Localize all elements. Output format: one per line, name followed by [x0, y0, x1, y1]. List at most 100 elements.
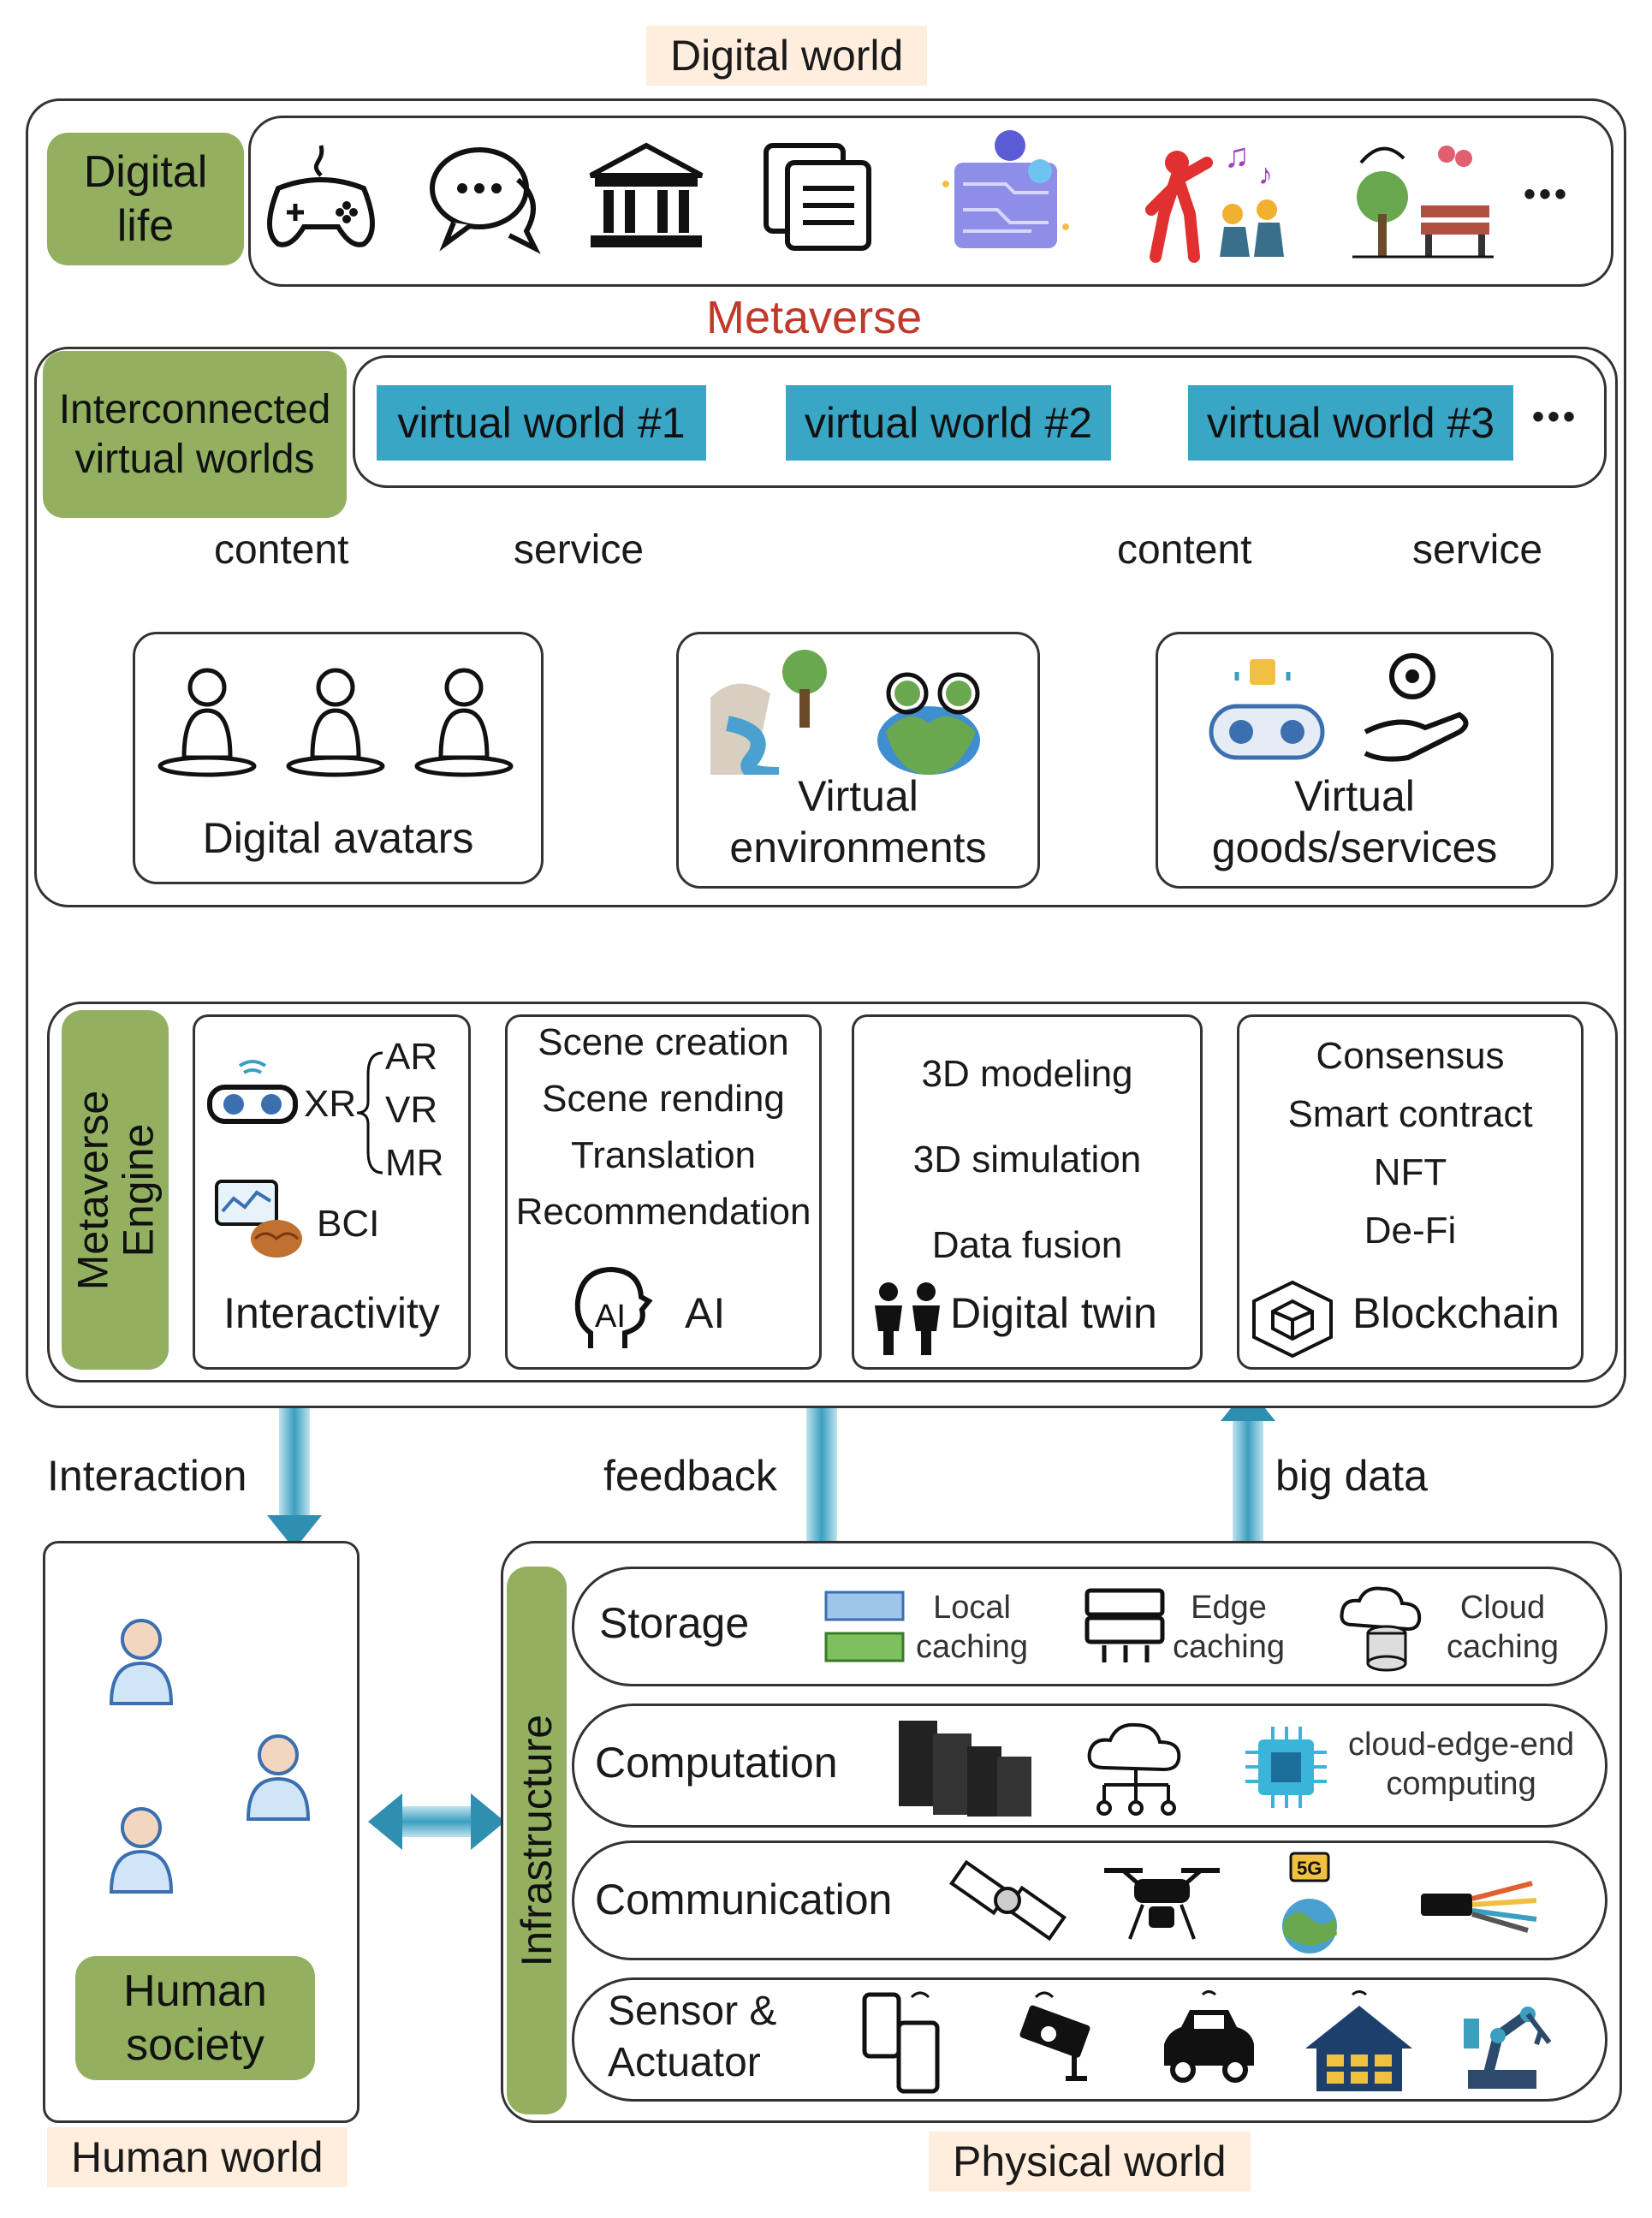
digital-world-title: Digital world: [646, 26, 928, 86]
park-date-icon: [1352, 146, 1494, 259]
cloud-network-icon: [1087, 1722, 1181, 1816]
smart-home-icon: [1305, 1990, 1412, 2091]
service-label-right: service: [1412, 527, 1543, 573]
digital-twin-title: Digital twin: [950, 1289, 1157, 1337]
blockchain-box: [1237, 1014, 1584, 1370]
bci-icon: [215, 1180, 302, 1258]
content-label-left: content: [214, 527, 349, 573]
cloud-caching-label: Cloud caching: [1447, 1590, 1559, 1665]
blockchain-item: Consensus: [1316, 1035, 1505, 1077]
drone-icon: [1104, 1868, 1220, 1940]
virtual-goods-box: [1156, 632, 1554, 889]
digital-twin-item: Data fusion: [931, 1224, 1123, 1266]
vr-label: VR: [385, 1089, 438, 1131]
ar-label: AR: [385, 1036, 438, 1078]
edge-caching-label: Edge caching: [1173, 1590, 1285, 1665]
blockchain-title: Blockchain: [1352, 1289, 1560, 1337]
museum-icon: [589, 142, 704, 247]
cables-icon: [1421, 1881, 1537, 1933]
mr-label: MR: [385, 1142, 444, 1184]
ai-item: Scene rending: [542, 1078, 785, 1120]
virtual-world-2[interactable]: virtual world #2: [786, 385, 1111, 461]
security-camera-icon: [1019, 1991, 1090, 2081]
storage-row: [572, 1567, 1607, 1686]
digital-twin-items: 3D modeling 3D simulation Data fusion: [852, 1032, 1203, 1288]
robot-arm-icon: [1464, 2007, 1552, 2089]
car-icon: [1164, 1990, 1254, 2083]
virtual-environments-label: Virtual environments: [729, 772, 987, 871]
metaverse-engine-label: Metaverse Engine: [68, 1090, 162, 1290]
human-society-label: Human society: [75, 1956, 315, 2080]
gamepad-icon: [267, 145, 375, 247]
ai-head-icon: AI: [574, 1266, 653, 1348]
virtual-goods-label: Virtual goods/services: [1211, 772, 1498, 871]
blockchain-cube-icon: [1252, 1280, 1333, 1359]
vr-goggles-icon: [207, 1060, 298, 1124]
interconnected-vw-label: Interconnected virtual worlds: [43, 351, 347, 518]
digital-life-more: •••: [1524, 175, 1571, 213]
svg-text:5G: 5G: [1297, 1858, 1322, 1879]
virtual-world-1[interactable]: virtual world #1: [377, 385, 706, 461]
ai-item: Translation: [570, 1134, 757, 1176]
sensor-actuator-title: Sensor & Actuator: [608, 1989, 777, 2085]
metaverse-title: Metaverse: [706, 292, 923, 343]
cloud-cache-icon: [1340, 1586, 1422, 1672]
interaction-label: Interaction: [47, 1452, 247, 1500]
svg-text:AI: AI: [595, 1299, 626, 1335]
xr-label: XR: [304, 1083, 357, 1125]
ai-items: Scene creation Scene rending Translation…: [505, 1014, 822, 1240]
local-cache-icon: [824, 1591, 905, 1662]
chat-bubbles-icon: [430, 147, 541, 254]
sensor-row: [572, 1977, 1607, 2102]
ai-title: AI: [685, 1289, 726, 1337]
cloud-edge-end-label: cloud-edge-end computing: [1348, 1727, 1575, 1802]
bci-label: BCI: [317, 1203, 380, 1245]
concert-icon: ♫ ♪: [1145, 137, 1284, 263]
nature-icon: [710, 650, 980, 775]
virtual-worlds-more: •••: [1532, 398, 1579, 436]
twin-people-icon: [875, 1282, 940, 1355]
communication-title: Communication: [595, 1876, 893, 1924]
people-network-icon: [109, 1619, 311, 1894]
virtual-world-3[interactable]: virtual world #3: [1188, 385, 1513, 461]
physical-world-title: Physical world: [929, 2132, 1251, 2191]
human-world-title: Human world: [47, 2127, 348, 2187]
digital-twin-item: 3D simulation: [912, 1139, 1142, 1180]
computation-row: [572, 1704, 1607, 1828]
feedback-label: feedback: [603, 1452, 777, 1500]
computation-title: Computation: [595, 1739, 838, 1787]
blockchain-item: De-Fi: [1364, 1210, 1457, 1252]
blockchain-item: NFT: [1373, 1151, 1447, 1193]
infrastructure-label: Infrastructure: [512, 1714, 561, 1967]
local-caching-label: Local caching: [916, 1590, 1028, 1665]
blockchain-item: Smart contract: [1287, 1093, 1533, 1135]
svg-text:♪: ♪: [1258, 158, 1273, 191]
content-label-right: content: [1117, 527, 1252, 573]
chip-icon: [1245, 1727, 1327, 1808]
storage-title: Storage: [599, 1599, 750, 1647]
ai-item: Recommendation: [515, 1191, 811, 1233]
5g-globe-icon: 5G: [1282, 1852, 1337, 1953]
svg-text:♫: ♫: [1224, 137, 1250, 175]
satellite-icon: [949, 1859, 1067, 1941]
big-data-label: big data: [1275, 1452, 1428, 1500]
digital-twin-box: [852, 1014, 1203, 1370]
metaverse-engine-label-bg: Metaverse Engine: [62, 1010, 169, 1370]
edge-cache-icon: [1084, 1588, 1165, 1662]
digital-life-label: Digital life: [47, 133, 244, 265]
xr-brace: [356, 1051, 383, 1174]
servers-icon: [899, 1721, 1031, 1817]
ai-box: [505, 1014, 822, 1370]
interactivity-title: Interactivity: [223, 1289, 440, 1337]
documents-icon: [764, 143, 871, 251]
mobile-devices-icon: [862, 1991, 940, 2094]
service-label-left: service: [514, 527, 645, 573]
digital-avatars-label: Digital avatars: [202, 814, 474, 862]
avatars-icon: [157, 668, 514, 777]
goods-icon: [1209, 653, 1469, 762]
virtual-card-icon: [942, 130, 1069, 248]
infrastructure-label-bg: Infrastructure: [507, 1567, 567, 2114]
ai-item: Scene creation: [538, 1021, 789, 1063]
blockchain-items: Consensus Smart contract NFT De-Fi: [1237, 1027, 1584, 1260]
digital-twin-item: 3D modeling: [921, 1053, 1133, 1095]
